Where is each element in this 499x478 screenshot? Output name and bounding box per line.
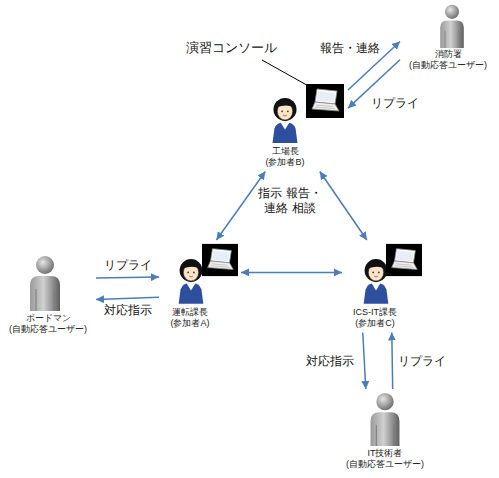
edge-label: リプライ: [102, 258, 154, 272]
laptop-icon: [386, 244, 422, 276]
person-caption: ICS-IT課長 (参加者C): [345, 307, 405, 330]
person-node: IT技術者 (自動応答ユーザー): [337, 389, 433, 474]
connector-arrow: [96, 276, 159, 278]
person-caption: ボードマン (自動応答ユーザー): [3, 313, 93, 336]
leader-line: [262, 60, 312, 88]
edge-label: 対応指示: [102, 303, 154, 317]
person-node: ICS-IT課長 (参加者C): [342, 240, 425, 333]
person-caption: IT技術者 (自動応答ユーザー): [340, 448, 430, 471]
person-caption: 工場長 (参加者B): [257, 146, 313, 169]
edge-label: 対応指示: [304, 354, 356, 368]
connector-arrow: [391, 333, 393, 390]
callout-label: 演習コンソール: [186, 40, 277, 56]
person-node: ボードマン (自動応答ユーザー): [0, 252, 96, 339]
connector-arrow: [96, 297, 159, 299]
edge-label: リプライ: [396, 354, 448, 368]
auto-user-icon: [440, 5, 464, 48]
person-node: 運転課長 (参加者A): [159, 240, 241, 333]
auto-user-icon: [371, 393, 400, 446]
edge-label: 報告・連絡: [318, 41, 382, 55]
participant-icon: [273, 98, 298, 143]
person-node: 工場長 (参加者B): [254, 81, 348, 172]
flow-label: 指示 報告・連絡 相談: [258, 186, 322, 216]
edge-label: リプライ: [369, 96, 421, 110]
auto-user-icon: [30, 256, 60, 311]
participant-icon: [364, 259, 389, 304]
laptop-icon: [202, 244, 238, 276]
person-caption: 消防署 (自動応答ユーザー): [403, 49, 493, 72]
connector-arrow: [363, 333, 366, 390]
participant-icon: [179, 259, 204, 304]
connector-arrow: [241, 272, 342, 274]
connector-arrow: [320, 172, 367, 241]
person-caption: 運転課長 (参加者A): [162, 307, 218, 330]
person-node: 消防署 (自動応答ユーザー): [400, 1, 496, 75]
laptop-icon: [306, 84, 344, 118]
